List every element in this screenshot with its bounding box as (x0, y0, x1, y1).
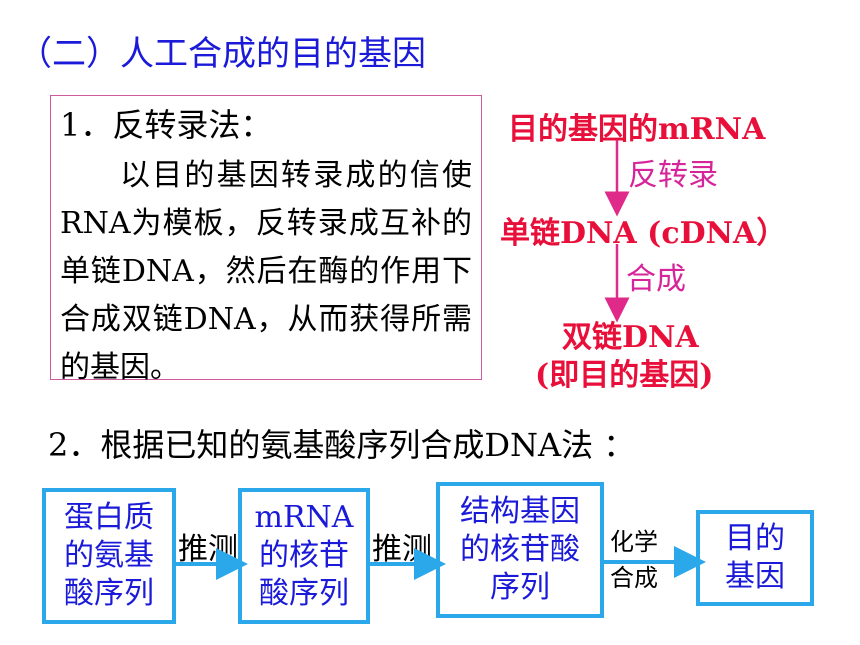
method1-heading: 1．反转录法： (60, 106, 273, 144)
flow-box-protein-sequence-label: 蛋白质的氨基酸序列 (64, 500, 154, 611)
arrow-label-chemical: 化学 (610, 528, 658, 556)
flow-box-structural-gene-sequence: 结构基因的核苷酸序列 (436, 482, 604, 618)
flow-box-structural-gene-sequence-label: 结构基因的核苷酸序列 (460, 494, 580, 605)
flow-node-target-gene-note: (即目的基因) (535, 358, 714, 393)
method1-box (50, 95, 482, 380)
slide-title: （二）人工合成的目的基因 (18, 34, 426, 74)
flow-step-reverse-transcription: 反转录 (628, 158, 718, 193)
flow-node-single-strand-dna: 单链DNA (cDNA） (500, 216, 787, 251)
flow-box-target-gene: 目的基因 (696, 510, 814, 606)
method2-heading: 2．根据已知的氨基酸序列合成DNA法 ： (48, 426, 636, 464)
flow-box-protein-sequence: 蛋白质的氨基酸序列 (42, 488, 176, 624)
flow-box-mrna-sequence-label: mRNA的核苷酸序列 (254, 500, 354, 611)
flow-box-mrna-sequence: mRNA的核苷酸序列 (238, 488, 370, 624)
flow-node-double-strand-dna: 双链DNA (562, 320, 699, 355)
method1-description: 以目的基因转录成的信使RNA为模板，反转录成互补的单链DNA，然后在酶的作用下合… (60, 158, 472, 385)
arrow-label-synthesis: 合成 (610, 564, 658, 592)
flow-box-target-gene-label: 目的基因 (725, 521, 785, 594)
flow-node-mrna: 目的基因的mRNA (508, 112, 766, 147)
flow-step-synthesis: 合成 (626, 262, 686, 297)
